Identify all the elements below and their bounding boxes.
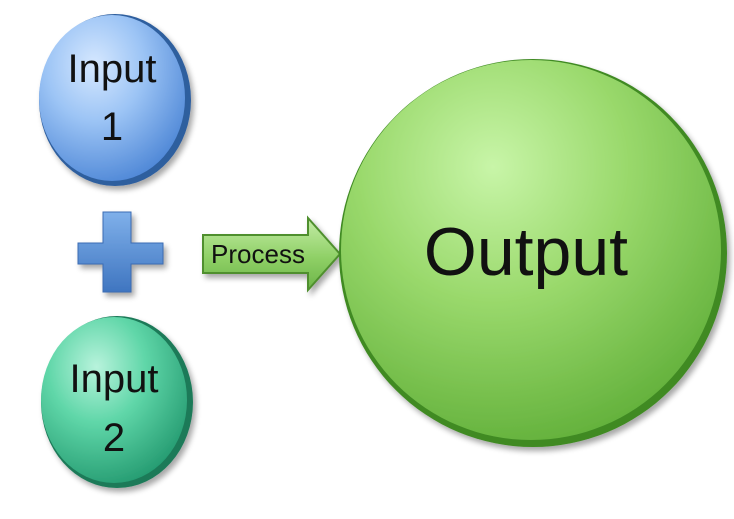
process-label: Process xyxy=(211,239,305,269)
input-2-label-line1: Input xyxy=(70,357,159,401)
input-1-circle xyxy=(39,15,185,181)
output-node xyxy=(339,59,727,447)
input-2-label-line2: 2 xyxy=(103,416,125,460)
process-arrow xyxy=(202,215,342,293)
output-label: Output xyxy=(424,214,628,290)
input-1-label-line2: 1 xyxy=(101,105,123,149)
arrow-right-icon xyxy=(202,215,342,293)
output-circle xyxy=(341,60,721,440)
plus-icon xyxy=(77,211,164,293)
input-1-node xyxy=(39,14,191,186)
input-2-circle xyxy=(41,317,187,483)
input-1-label-line1: Input xyxy=(68,47,157,91)
input-2-node xyxy=(41,316,193,488)
